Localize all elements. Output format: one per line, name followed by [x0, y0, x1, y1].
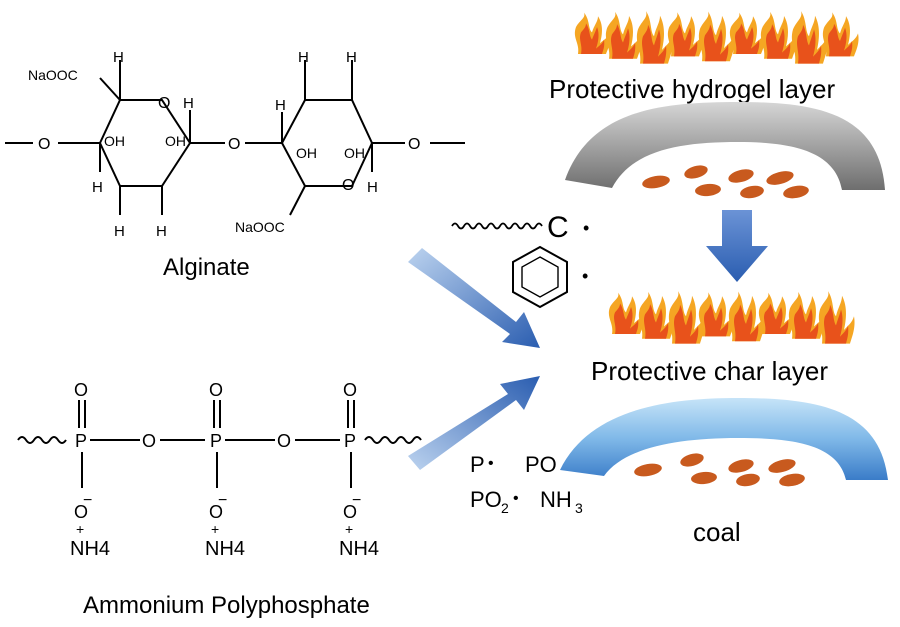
flame-tongue — [605, 11, 642, 59]
h-label: H — [346, 49, 357, 66]
down-arrow — [706, 210, 768, 282]
nh4-label: NH4 — [339, 538, 379, 560]
minus-label: − — [83, 492, 92, 509]
p-label: P — [75, 431, 87, 451]
flame-tongue — [760, 11, 797, 59]
o-label: O — [74, 380, 88, 400]
h-label: H — [367, 179, 378, 196]
h-label: H — [183, 95, 194, 112]
char-shield — [560, 398, 888, 480]
radical-dot: • — [488, 455, 494, 472]
alginate-arrow — [408, 248, 540, 348]
radical-dot: • — [582, 266, 588, 286]
o-label: O — [343, 380, 357, 400]
hydrogel-layer-label: Protective hydrogel layer — [549, 74, 835, 104]
app-title: Ammonium Polyphosphate — [83, 592, 370, 619]
app-arrow — [408, 376, 540, 470]
flames-middle — [608, 291, 855, 344]
flame-tongue — [791, 11, 828, 64]
alginate-title: Alginate — [163, 254, 250, 281]
link-o-label: O — [228, 136, 240, 153]
p-radical-label: P — [470, 452, 485, 477]
o-label: O — [277, 431, 291, 451]
flames-top — [574, 11, 859, 64]
po2-subscript: 2 — [501, 500, 509, 516]
p-label: P — [344, 431, 356, 451]
phosphorus-radicals: P • PO • PO 2 • NH 3 — [470, 452, 583, 516]
o-minus-label: O — [209, 502, 223, 522]
naooc-bottom-label: NaOOC — [235, 219, 285, 235]
oh-label: OH — [165, 133, 186, 149]
h-label: H — [156, 223, 167, 240]
carbon-label: C — [547, 211, 569, 244]
flame-tongue — [698, 11, 735, 62]
minus-label: − — [352, 492, 361, 509]
oh-label: OH — [296, 145, 317, 161]
p-label: P — [210, 431, 222, 451]
nh3-subscript: 3 — [575, 500, 583, 516]
naooc-top-label: NaOOC — [28, 67, 78, 83]
ring-o-label: O — [342, 177, 354, 194]
oh-label: OH — [104, 133, 125, 149]
o-minus-label: O — [74, 502, 88, 522]
plus-label: + — [345, 521, 353, 537]
h-label: H — [298, 49, 309, 66]
o-label: O — [209, 380, 223, 400]
coal-particles-bottom — [634, 453, 805, 487]
alginate-structure — [5, 60, 465, 216]
minus-label: − — [218, 492, 227, 509]
flame-tongue — [667, 12, 704, 57]
h-label: H — [275, 97, 286, 114]
h-label: H — [92, 179, 103, 196]
o-minus-label: O — [343, 502, 357, 522]
nh4-label: NH4 — [70, 538, 110, 560]
flame-tongue — [574, 12, 611, 55]
alginate-labels: NaOOC H O O OH OH H H H H O H H H OH OH … — [28, 49, 420, 281]
carbon-radical: C • — [451, 211, 589, 244]
nh4-label: NH4 — [205, 538, 245, 560]
o-label: O — [408, 136, 420, 153]
app-labels: O O O P P P O O − − − O O O + + + NH4 NH… — [70, 380, 379, 619]
char-layer-label: Protective char layer — [591, 356, 828, 386]
flame-tongue — [636, 11, 673, 64]
flame-tongue — [729, 12, 766, 55]
benzene-ring — [512, 245, 568, 309]
h-label: H — [114, 223, 125, 240]
phenyl-radical: • — [512, 245, 588, 309]
coal-particles-top — [642, 165, 809, 199]
plus-label: + — [76, 521, 84, 537]
radical-dot: • — [583, 218, 589, 238]
hydrogel-shield — [565, 102, 885, 190]
po2-radical-label: PO — [470, 487, 502, 512]
coal-label: coal — [693, 517, 741, 547]
o-label: O — [142, 431, 156, 451]
po-radical-label: PO — [525, 452, 557, 477]
oh-label: OH — [344, 145, 365, 161]
h-label: H — [113, 49, 124, 66]
flame-tongue — [822, 12, 859, 57]
plus-label: + — [211, 521, 219, 537]
flame-tongue — [818, 291, 855, 344]
app-structure — [17, 400, 422, 488]
nh3-label: NH — [540, 487, 572, 512]
o-label: O — [38, 136, 50, 153]
ring-o-label: O — [158, 95, 170, 112]
radical-dot: • — [513, 490, 519, 507]
